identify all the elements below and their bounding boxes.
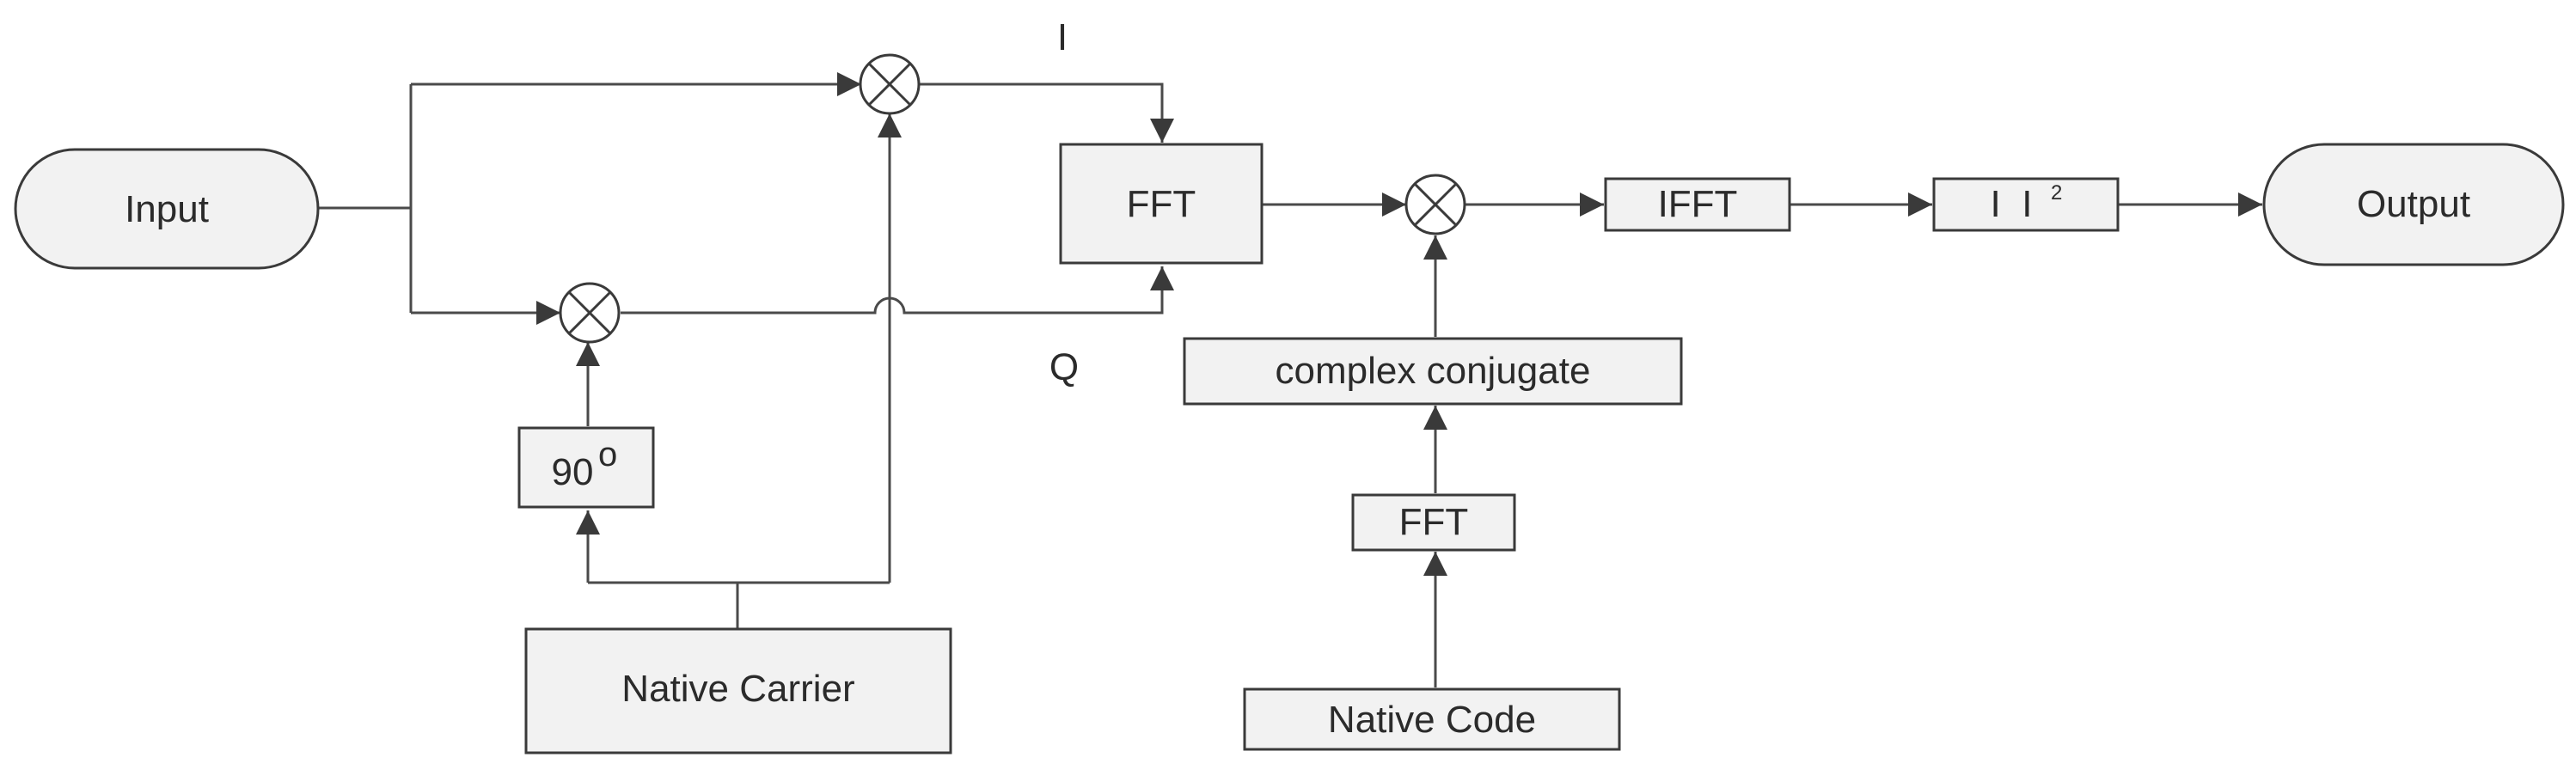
- input-label: Input: [125, 188, 209, 230]
- output-terminal: Output: [2262, 143, 2565, 266]
- native-carrier-box: Native Carrier: [524, 627, 952, 755]
- wire-q-to-fft: [621, 266, 1174, 315]
- magnitude-squared-box: I I 2: [1932, 177, 2120, 232]
- q-mixer: [559, 282, 621, 344]
- ifft-label: IFFT: [1658, 183, 1738, 225]
- fft-main-label: FFT: [1127, 183, 1196, 225]
- complex-conjugate-label: complex conjugate: [1276, 350, 1591, 392]
- i-branch-label: I: [1057, 16, 1068, 58]
- native-code-label: Native Code: [1328, 699, 1536, 741]
- phase-shift-box: 90 o: [517, 426, 655, 509]
- magnitude-label: I I: [1991, 183, 2033, 225]
- q-branch-label: Q: [1049, 346, 1079, 388]
- product-mixer: [1404, 174, 1466, 235]
- phase-shift-label: 90: [552, 451, 594, 493]
- output-label: Output: [2357, 183, 2470, 225]
- native-carrier-label: Native Carrier: [621, 668, 854, 710]
- i-mixer: [859, 53, 921, 115]
- fft-code-box: FFT: [1351, 493, 1516, 552]
- connections: [318, 72, 2262, 687]
- wire-i-to-fft: [920, 82, 1174, 143]
- fft-code-label: FFT: [1399, 501, 1469, 543]
- input-terminal: Input: [14, 148, 320, 270]
- phase-shift-degree: o: [598, 436, 617, 473]
- fft-main-box: FFT: [1059, 143, 1264, 265]
- ifft-box: IFFT: [1604, 177, 1791, 232]
- magnitude-superscript: 2: [2051, 181, 2062, 205]
- complex-conjugate-box: complex conjugate: [1183, 337, 1683, 406]
- native-code-box: Native Code: [1243, 687, 1621, 751]
